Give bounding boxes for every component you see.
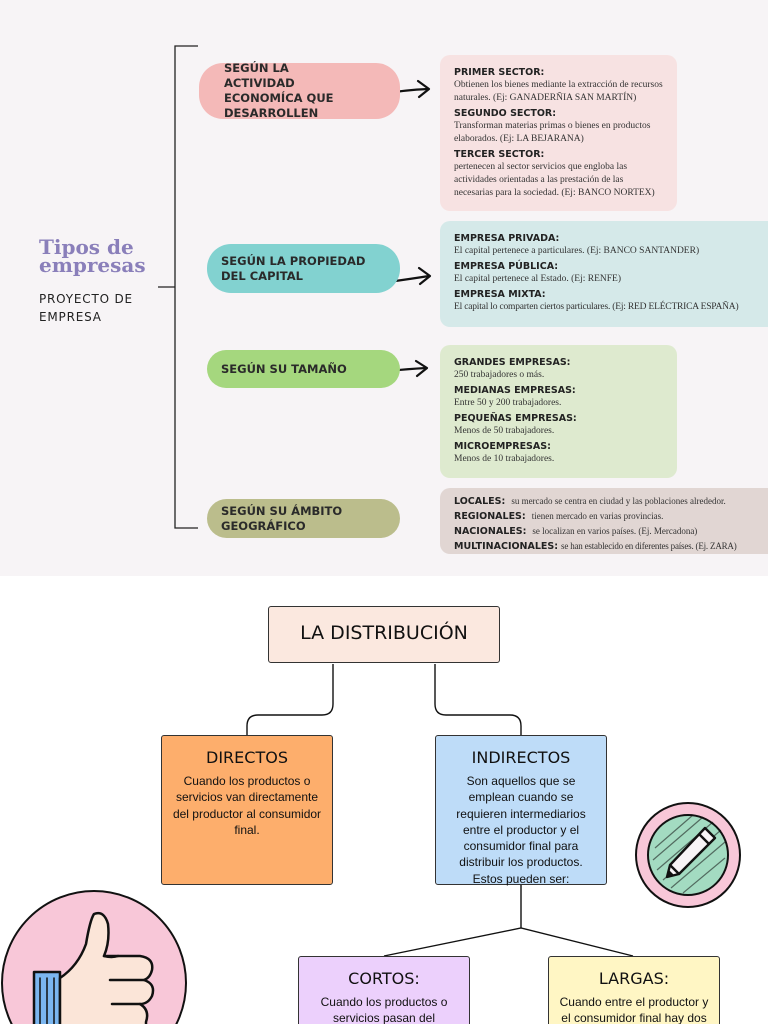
item-heading: MICROEMPRESAS: xyxy=(454,441,551,452)
item-heading: PRIMER SECTOR: xyxy=(454,67,545,78)
item-heading: MULTINACIONALES: xyxy=(454,541,559,552)
largas-box: LARGAS: Cuando entre el productor y el c… xyxy=(548,956,720,1024)
item-text: se localizan en varios países. (Ej. Merc… xyxy=(532,526,698,536)
item-row: REGIONALES: tienen mercado en varias prov… xyxy=(454,509,766,524)
category-label: SEGÚN SU ÁMBITO GEOGRÁFICO xyxy=(221,503,343,533)
indirectos-title: INDIRECTOS xyxy=(471,748,571,767)
cortos-text: Cuando los productos o servicios pasan d… xyxy=(320,995,448,1024)
category-box-tamano: GRANDES EMPRESAS: 250 trabajadores o más… xyxy=(440,345,677,478)
item-text: se han establecido en diferentes países.… xyxy=(561,541,737,551)
tipos-empresas-panel: Tipos de empresas PROYECTO DE EMPRESA SE… xyxy=(0,0,768,576)
distribucion-title: LA DISTRIBUCIÓN xyxy=(300,622,468,644)
item-heading: TERCER SECTOR: xyxy=(454,149,545,160)
item-text: Obtienen los bienes mediante la extracci… xyxy=(454,80,663,103)
item-text: pertenecen al sector servicios que englo… xyxy=(454,162,655,198)
item-heading: NACIONALES: xyxy=(454,526,527,537)
category-label: SEGÚN LA ACTIVIDAD ECONOMÍCA QUE DESARRO… xyxy=(224,61,334,120)
item-text: Menos de 10 trabajadores. xyxy=(454,454,555,464)
directos-title: DIRECTOS xyxy=(206,748,288,767)
item-heading: MEDIANAS EMPRESAS: xyxy=(454,385,576,396)
item-text: Entre 50 y 200 trabajadores. xyxy=(454,398,562,408)
item-heading: EMPRESA MIXTA: xyxy=(454,289,546,300)
item-heading: LOCALES: xyxy=(454,496,506,507)
pencil-icon xyxy=(635,802,741,908)
item-row: LOCALES: su mercado se centra en ciudad y… xyxy=(454,494,766,509)
category-box-actividad: PRIMER SECTOR: Obtienen los bienes media… xyxy=(440,55,677,211)
tipos-title: Tipos de empresas xyxy=(39,235,146,277)
item-text: tienen mercado en varias provincias. xyxy=(531,511,664,521)
item-heading: GRANDES EMPRESAS: xyxy=(454,357,571,368)
item-text: El capital lo comparten ciertos particul… xyxy=(454,302,739,312)
category-label: SEGÚN LA PROPIEDAD DEL CAPITAL xyxy=(221,253,366,283)
directos-text: Cuando los productos o servicios van dir… xyxy=(172,774,322,837)
item-text: Transforman materias primas o bienes en … xyxy=(454,121,651,144)
item-heading: SEGUNDO SECTOR: xyxy=(454,108,557,119)
cortos-box: CORTOS: Cuando los productos o servicios… xyxy=(298,956,470,1024)
largas-text: Cuando entre el productor y el consumido… xyxy=(559,995,709,1024)
item-heading: EMPRESA PRIVADA: xyxy=(454,233,560,244)
category-box-propiedad: EMPRESA PRIVADA: El capital pertenece a … xyxy=(440,221,768,327)
distribucion-title-box: LA DISTRIBUCIÓN xyxy=(268,606,500,663)
item-text: su mercado se centra en ciudad y las pob… xyxy=(511,496,726,506)
distribucion-panel: LA DISTRIBUCIÓN DIRECTOS Cuando los prod… xyxy=(0,576,768,1024)
category-pill-propiedad: SEGÚN LA PROPIEDAD DEL CAPITAL xyxy=(207,244,400,293)
indirectos-text: Son aquellos que se emplean cuando se re… xyxy=(456,774,586,886)
item-heading: EMPRESA PÚBLICA: xyxy=(454,261,559,272)
category-label: SEGÚN SU TAMAÑO xyxy=(221,361,347,376)
item-text: El capital pertenece a particulares. (Ej… xyxy=(454,246,700,256)
item-heading: REGIONALES: xyxy=(454,511,526,522)
connector-lines xyxy=(246,664,634,957)
item-text: El capital pertenece al Estado. (Ej: REN… xyxy=(454,274,621,284)
item-row: NACIONALES: se localizan en varios países… xyxy=(454,524,766,539)
item-text: 250 trabajadores o más. xyxy=(454,370,545,380)
cortos-title: CORTOS: xyxy=(348,969,420,988)
category-pill-tamano: SEGÚN SU TAMAÑO xyxy=(207,350,400,388)
item-text: Menos de 50 trabajadores. xyxy=(454,426,555,436)
category-pill-actividad: SEGÚN LA ACTIVIDAD ECONOMÍCA QUE DESARRO… xyxy=(199,61,400,120)
indirectos-box: INDIRECTOS Son aquellos que se emplean c… xyxy=(435,735,607,886)
directos-box: DIRECTOS Cuando los productos o servicio… xyxy=(161,735,333,885)
category-pill-ambito: SEGÚN SU ÁMBITO GEOGRÁFICO xyxy=(207,499,400,538)
category-box-ambito: LOCALES: su mercado se centra en ciudad y… xyxy=(440,488,768,554)
tipos-subtitle: PROYECTO DE EMPRESA xyxy=(39,292,133,324)
largas-title: LARGAS: xyxy=(598,969,670,988)
thumbs-up-icon xyxy=(1,890,187,1024)
item-heading: PEQUEÑAS EMPRESAS: xyxy=(454,413,577,424)
item-row: MULTINACIONALES:se han establecido en di… xyxy=(454,539,766,554)
